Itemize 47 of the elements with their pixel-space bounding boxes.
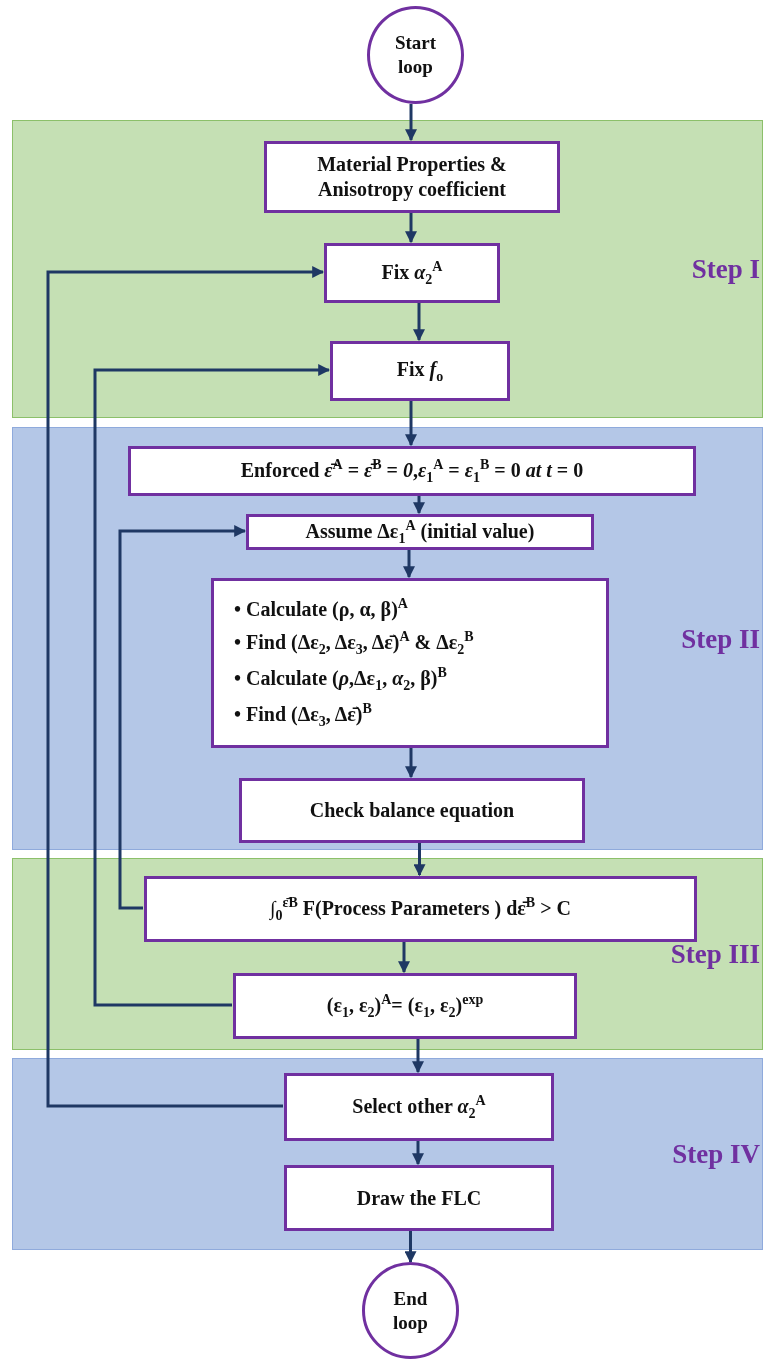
step-band: [12, 120, 763, 418]
arrow: [405, 212, 417, 244]
process-label: Check balance equation: [309, 798, 515, 823]
process-box: [284, 1073, 554, 1141]
arrow: [412, 1038, 424, 1074]
arrow: [405, 104, 417, 142]
arrow: [46, 266, 325, 1108]
terminal-label: Start loop: [393, 31, 438, 79]
process-label: Draw the FLC: [356, 1185, 482, 1211]
step-label: Step II: [681, 623, 760, 654]
step-text: • Calculate (ρ, α, β)$^{A}$: [234, 595, 409, 623]
step-text: • Calculate (ρ,Δε$_{1}$, α$_{2}$, β)$^{B}$: [234, 664, 448, 695]
arrow: [413, 302, 425, 342]
step-band: [12, 1058, 763, 1250]
process-box: [324, 243, 500, 303]
step-band: [12, 858, 763, 1050]
arrow: [398, 941, 410, 974]
process-box: [128, 446, 696, 496]
arrow: [403, 549, 415, 579]
process-label: Enforced ε̄$^{A}$ = ε̄$^{B}$ = 0,ε$_{1}$$^{A}$ = ε$_{1}$$^{B}$ = 0 at t = 0: [240, 455, 584, 487]
process-label: Fix f$_{o}$: [396, 356, 444, 386]
step-label: Step III: [670, 938, 760, 970]
arrow: [413, 495, 425, 515]
arrow: [118, 525, 247, 910]
arrow: [405, 400, 417, 447]
process-box: [211, 578, 609, 748]
process-box: [264, 141, 560, 213]
step-text: • Find (Δε$_{3}$, Δε̄)$^{B}$: [234, 700, 373, 732]
arrow: [413, 842, 426, 877]
process-label: (ε$_{1}$, ε$_{2}$)$^{A}$= (ε$_{1}$, ε$_{2}$)$^{exp}$: [326, 990, 484, 1022]
step-band: [12, 427, 763, 850]
process-label: ∫$_{0}$$^{ε̄B}$ F(Process Parameters ) dε̄$^{B}$ > C: [269, 893, 572, 925]
process-box: [239, 778, 585, 843]
terminal-label: End loop: [392, 1286, 429, 1335]
process-label: Material Properties & Anisotropy coefficient: [316, 152, 508, 202]
process-label: Assume Δε$_{1}$$^{A}$ (initial value): [305, 516, 535, 548]
process-box: [144, 876, 697, 942]
arrow: [93, 364, 331, 1007]
step-label: Step I: [691, 253, 760, 285]
arrow: [405, 747, 417, 779]
process-box: [246, 514, 594, 550]
process-box: [330, 341, 510, 401]
process-box: [233, 973, 577, 1039]
process-box: [284, 1165, 554, 1231]
arrow: [404, 1230, 417, 1264]
arrow: [412, 1140, 424, 1166]
step-label: Step IV: [672, 1138, 760, 1170]
